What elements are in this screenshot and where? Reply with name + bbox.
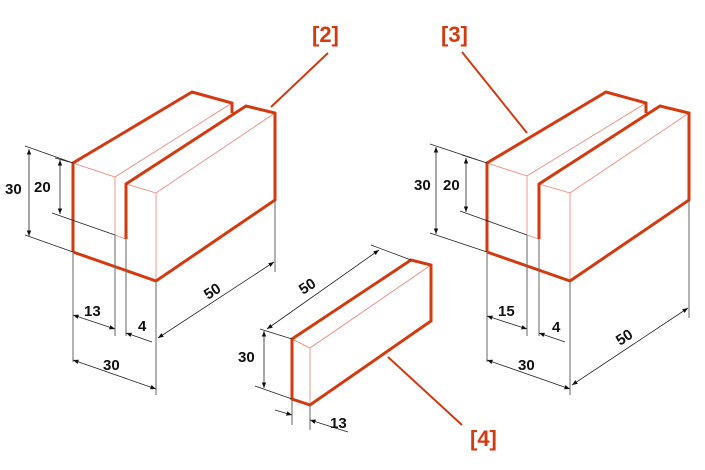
part-3-dim-height-total: 30 — [414, 177, 431, 194]
part-4-hidden-edges — [291, 264, 432, 405]
part-3-dim-width: 30 — [518, 357, 535, 374]
part-4-dim-length: 50 — [296, 275, 319, 298]
part-3-dim-slot-width: 4 — [552, 319, 561, 336]
callout-part-2: [2] — [312, 22, 339, 47]
part-4-dimensions: 30 50 13 — [238, 244, 412, 433]
part-4-bar: 30 50 13 — [238, 244, 433, 433]
part-2-dim-height-total: 30 — [5, 181, 22, 198]
part-3-dim-height-slot: 20 — [443, 177, 460, 194]
part-2-dim-width: 30 — [103, 357, 120, 374]
callout-part-4: [4] — [470, 426, 497, 451]
part-2-dim-height-slot: 20 — [34, 179, 51, 196]
part-3-dim-length: 50 — [613, 326, 636, 349]
part-4-dim-thickness: 13 — [330, 415, 347, 432]
part-2-dim-slot-offset: 13 — [84, 303, 101, 320]
part-3-dim-slot-offset: 15 — [498, 303, 515, 320]
part-3-slotted-block: 30 20 15 4 30 50 — [414, 90, 691, 395]
part-3-hidden-edges — [486, 102, 690, 281]
callouts: [2] [3] [4] — [270, 22, 528, 451]
part-2-dim-length: 50 — [201, 280, 224, 303]
part-2-slotted-block: 30 20 13 4 30 50 — [5, 90, 277, 395]
part-2-dim-slot-width: 4 — [138, 318, 147, 335]
part-2-dimensions: 30 20 13 4 30 50 — [5, 145, 276, 395]
part-4-dim-height: 30 — [238, 349, 255, 366]
part-2-outline — [71, 90, 277, 283]
callout-part-3: [3] — [441, 22, 468, 47]
part-2-hidden-edges — [72, 102, 276, 281]
part-3-dimensions: 30 20 15 4 30 50 — [414, 143, 690, 395]
